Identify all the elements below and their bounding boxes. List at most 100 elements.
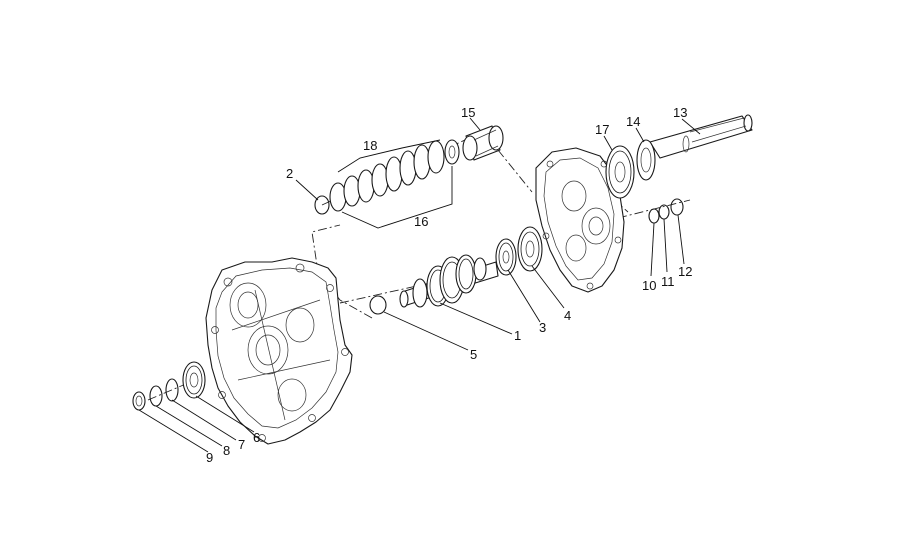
housing-bore-1 — [229, 282, 267, 328]
callout-4: 4 — [564, 308, 571, 323]
part-13-main-shaft — [649, 114, 753, 159]
cover-outline — [535, 147, 625, 293]
part-15-basket — [462, 125, 504, 161]
part-10-ring — [648, 208, 660, 224]
part-11-ring — [658, 204, 670, 220]
housing-bolt-hole-4 — [341, 348, 349, 356]
axis-line-3 — [497, 149, 533, 193]
housing-bolt-hole-1 — [223, 277, 233, 287]
part-3-gear — [495, 238, 517, 276]
gear-6-body — [182, 361, 206, 399]
cluster-gear-4 — [473, 257, 487, 281]
part-8-lock-washer — [149, 385, 163, 407]
housing-rib-1 — [231, 299, 321, 331]
disc-1 — [329, 182, 347, 212]
housing-outline — [205, 257, 353, 445]
main-shaft-body — [649, 115, 753, 159]
cover-bolt-hole-1 — [546, 160, 554, 168]
cover-bore-1 — [561, 180, 587, 212]
leader-4 — [531, 265, 565, 309]
cover-bolt-hole-3 — [614, 236, 622, 244]
part-18-clutch-discs — [329, 140, 445, 212]
housing-bolt-hole-6 — [258, 434, 266, 442]
leader-12 — [677, 214, 685, 265]
disc-3 — [357, 169, 375, 203]
housing-bore-2-inner — [255, 334, 281, 366]
callout-1: 1 — [514, 328, 521, 343]
gearbox-cover-plate — [535, 147, 625, 293]
leader-17 — [603, 135, 613, 151]
callout-9: 9 — [206, 450, 213, 465]
leader-3 — [507, 269, 541, 323]
callout-13: 13 — [673, 105, 687, 120]
basket-15-back — [488, 125, 504, 151]
cluster-gear-3-teeth — [458, 258, 474, 290]
gear-3-hub — [502, 250, 510, 264]
main-shaft-collar — [682, 135, 690, 153]
callout-17: 17 — [595, 122, 609, 137]
leader-8 — [155, 405, 223, 447]
gear-6-teeth — [185, 365, 203, 395]
part-12-ring — [670, 198, 684, 216]
gear-6-hub — [189, 372, 199, 388]
leader-1 — [439, 302, 513, 335]
part-14-bearing — [636, 139, 656, 181]
basket-15-slot-1 — [473, 129, 497, 141]
housing-bolt-hole-8 — [218, 391, 226, 399]
leader-14 — [635, 127, 645, 143]
housing-bolt-hole-7 — [211, 326, 219, 334]
nut-9-hole — [135, 395, 143, 407]
leader-2 — [295, 179, 319, 201]
housing-bolt-hole-2 — [295, 263, 305, 273]
callout-10: 10 — [642, 278, 656, 293]
nut-9-body — [132, 391, 146, 411]
cover-bore-2 — [581, 207, 611, 245]
part-2-circlip — [314, 195, 330, 215]
cluster-shaft-end — [399, 290, 409, 308]
disc-7 — [413, 144, 431, 180]
basket-15-slot-2 — [475, 145, 499, 157]
gear-4-body — [517, 226, 543, 272]
leader-9 — [138, 409, 209, 453]
gearbox-housing — [205, 257, 353, 445]
gear-17-hub — [614, 161, 626, 183]
leader-18 — [337, 139, 441, 173]
cover-bore-2-inner — [588, 216, 604, 236]
callout-3: 3 — [539, 320, 546, 335]
callout-11: 11 — [661, 274, 675, 289]
leader-10 — [650, 222, 655, 277]
housing-inner-rim — [215, 267, 339, 429]
hub-16-body — [444, 139, 460, 165]
part-5-o-ring — [369, 295, 387, 315]
basket-15-face — [462, 135, 478, 161]
disc-5 — [385, 156, 403, 192]
gear-4-teeth — [520, 231, 540, 267]
cover-inner-rim — [543, 157, 615, 281]
gear-4-hub — [525, 240, 535, 258]
cover-bore-3 — [565, 234, 587, 262]
callout-12: 12 — [678, 264, 692, 279]
disc-8 — [427, 140, 445, 174]
bearing-14-inner — [640, 147, 652, 173]
leader-16 — [341, 166, 453, 229]
part-7-washer — [165, 378, 179, 402]
leader-7 — [171, 399, 237, 441]
callout-14: 14 — [626, 114, 640, 129]
callout-2: 2 — [286, 166, 293, 181]
callout-6: 6 — [253, 430, 260, 445]
leader-13 — [681, 118, 701, 135]
cluster-gear-small — [412, 278, 428, 308]
main-shaft-spline-2 — [691, 125, 747, 143]
housing-rib-2 — [237, 359, 331, 381]
leader-15 — [469, 117, 481, 131]
housing-rib-3 — [254, 289, 286, 421]
leader-5 — [383, 311, 469, 351]
housing-bore-4 — [277, 378, 307, 412]
housing-bolt-hole-3 — [326, 284, 334, 292]
leader-6 — [195, 395, 255, 433]
part-6-gear — [182, 361, 206, 399]
gear-17-teeth — [608, 150, 632, 194]
disc-2 — [343, 175, 361, 207]
